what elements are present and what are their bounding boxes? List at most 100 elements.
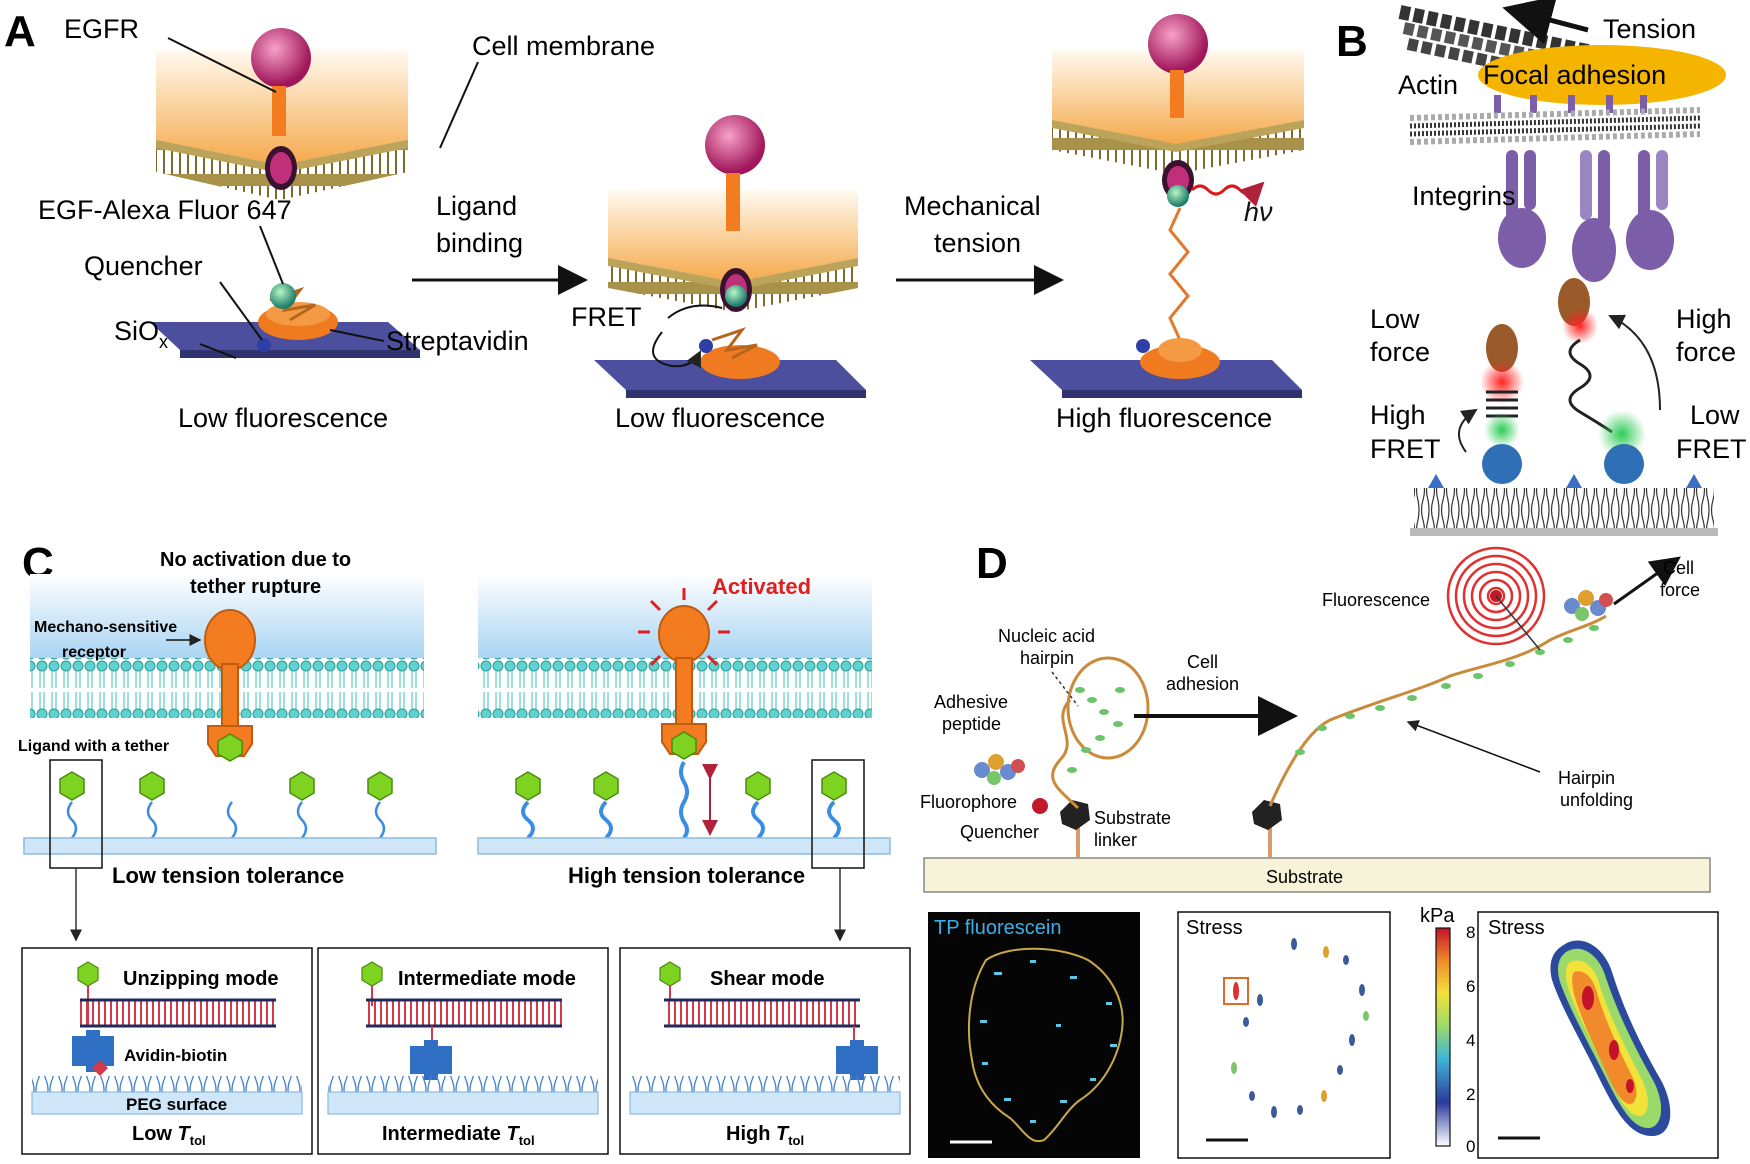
cbar-tick-2: 2: [1466, 1085, 1475, 1104]
low-fret-label-2: FRET: [1676, 434, 1747, 464]
fluorescence-rings: [1446, 546, 1546, 646]
quencher-label-d: Quencher: [960, 822, 1039, 842]
ligand-binding-label-1: Ligand: [436, 191, 517, 221]
compressed-spring: [1486, 390, 1518, 418]
emission-wave: [1190, 181, 1265, 207]
receptor-left: [204, 609, 256, 762]
state-label-3: High fluorescence: [1056, 403, 1272, 433]
ligand-low-force: [1486, 324, 1518, 372]
stress-label-1: Stress: [1186, 917, 1243, 939]
panel-a-letter: A: [4, 7, 36, 56]
stress-map-zoom: Stress: [1477, 911, 1719, 1159]
egfr-receptor-1: [251, 28, 311, 88]
mech-tension-label-2: tension: [934, 228, 1021, 258]
panel-d-letter: D: [976, 539, 1008, 588]
stretched-spring: [1568, 338, 1613, 434]
ligand-tether-label: Ligand with a tether: [18, 738, 169, 755]
tp-fluorescein-label: TP fluorescein: [934, 917, 1061, 939]
panel-a: A EGFR Cell membrane EGF-Alexa Fluor 647…: [4, 7, 1304, 433]
anchor-left: [1482, 444, 1522, 484]
adhesive-label-1: Adhesive: [934, 692, 1008, 712]
c-surface-left: [23, 837, 437, 855]
cell-force-label-1: Cell: [1663, 558, 1694, 578]
d-substrate: [923, 857, 1711, 893]
cell-force-arrow: [1613, 556, 1681, 606]
tethers-right: [521, 760, 841, 840]
no-activation-label-1: No activation due to: [160, 549, 351, 571]
mode-footer-2: Intermediate Ttol: [382, 1123, 535, 1148]
activated-label: Activated: [712, 574, 811, 599]
low-force-label-1: Low: [1370, 304, 1420, 334]
fret-label: FRET: [571, 302, 642, 332]
egfr-receptor-3: [1148, 14, 1208, 74]
quencher-label-a: Quencher: [84, 251, 203, 281]
high-force-label-2: force: [1676, 337, 1736, 367]
unfolded-strand: [1252, 590, 1613, 858]
mode-title-1: Unzipping mode: [123, 968, 279, 990]
stress-label-2: Stress: [1488, 917, 1545, 939]
high-force-label-1: High: [1676, 304, 1732, 334]
mode-box-unzipping: Unzipping mode Avidin-biotin PEG surface…: [21, 947, 313, 1155]
focal-adhesion-label: Focal adhesion: [1483, 60, 1666, 90]
integrins-label: Integrins: [1412, 181, 1516, 211]
ligand-binding-label-2: binding: [436, 228, 523, 258]
cbar-tick-0: 0: [1466, 1137, 1475, 1156]
low-fret-label-1: Low: [1690, 400, 1740, 430]
high-fret-label-1: High: [1370, 400, 1426, 430]
panel-b-letter: B: [1336, 17, 1368, 66]
panel-d: D Substrate Nucleic acid hairpin Adhesiv…: [920, 539, 1719, 1159]
focal-adhesion: [1478, 45, 1726, 105]
stretched-tether: [1168, 207, 1190, 341]
cell-adhesion-label-1: Cell: [1187, 652, 1218, 672]
fluorescence-label: Fluorescence: [1322, 590, 1430, 610]
mode-box-intermediate: Intermediate mode Intermediate Ttol: [317, 947, 609, 1155]
hairpin-unfolding-label-1: Hairpin: [1558, 768, 1615, 788]
egfr-receptor-2: [705, 115, 765, 175]
peg-surface-label: PEG surface: [126, 1095, 227, 1114]
substrate-label: Substrate: [1266, 867, 1343, 887]
stress-roi-box: [1223, 977, 1249, 1005]
nucleic-acid-label-2: hairpin: [1020, 648, 1074, 668]
colorbar: kPa 8 6 4 2 0: [1420, 905, 1475, 1156]
panel-b: B Tension Focal adhesion Actin: [1336, 0, 1747, 536]
low-force-label-2: force: [1370, 337, 1430, 367]
mech-receptor-label-2: receptor: [62, 644, 126, 661]
panel-c: C No activation due to tether rupture Me…: [18, 539, 911, 1155]
high-tension-label: High tension tolerance: [568, 863, 805, 888]
siox-label: SiOx: [114, 316, 168, 352]
mech-receptor-label-1: Mechano-sensitive: [34, 619, 177, 636]
cell-membrane-label: Cell membrane: [472, 31, 655, 61]
stress-map-overview: Stress: [1177, 911, 1391, 1159]
receptor-right: [638, 588, 730, 760]
low-tension-label: Low tension tolerance: [112, 863, 344, 888]
substrate-linker-label-2: linker: [1094, 830, 1137, 850]
mode-footer-1: Low Ttol: [132, 1123, 206, 1148]
cell-force-label-2: force: [1660, 580, 1700, 600]
hv-label: hν: [1244, 197, 1273, 227]
tension-label: Tension: [1603, 14, 1696, 44]
mode-title-3: Shear mode: [710, 968, 824, 990]
mode-box-shear: Shear mode High Ttol: [619, 947, 911, 1155]
no-activation-label-2: tether rupture: [190, 576, 321, 598]
cbar-tick-6: 6: [1466, 977, 1475, 996]
hairpin-unfolding-label-2: unfolding: [1560, 790, 1633, 810]
panel-b-membrane: [1409, 107, 1701, 145]
kpa-label: kPa: [1420, 905, 1455, 927]
state-label-2: Low fluorescence: [615, 403, 825, 433]
tethers-left: [66, 801, 386, 839]
panel-b-surface: [1410, 474, 1718, 536]
tethered-ligands-left: [59, 771, 393, 801]
c-surface-right: [477, 837, 891, 855]
mode-title-2: Intermediate mode: [398, 968, 576, 990]
cbar-tick-4: 4: [1466, 1031, 1475, 1050]
egf-alexa-label: EGF-Alexa Fluor 647: [38, 195, 292, 225]
streptavidin-label: Streptavidin: [386, 326, 529, 356]
cell-adhesion-label-2: adhesion: [1166, 674, 1239, 694]
cbar-tick-8: 8: [1466, 923, 1475, 942]
nucleic-acid-label-1: Nucleic acid: [998, 626, 1095, 646]
tethered-ligands-right: [515, 771, 847, 801]
egfr-label: EGFR: [64, 14, 139, 44]
integrins: [1498, 150, 1674, 282]
substrate-linker-label-1: Substrate: [1094, 808, 1171, 828]
high-fret-label-2: FRET: [1370, 434, 1441, 464]
